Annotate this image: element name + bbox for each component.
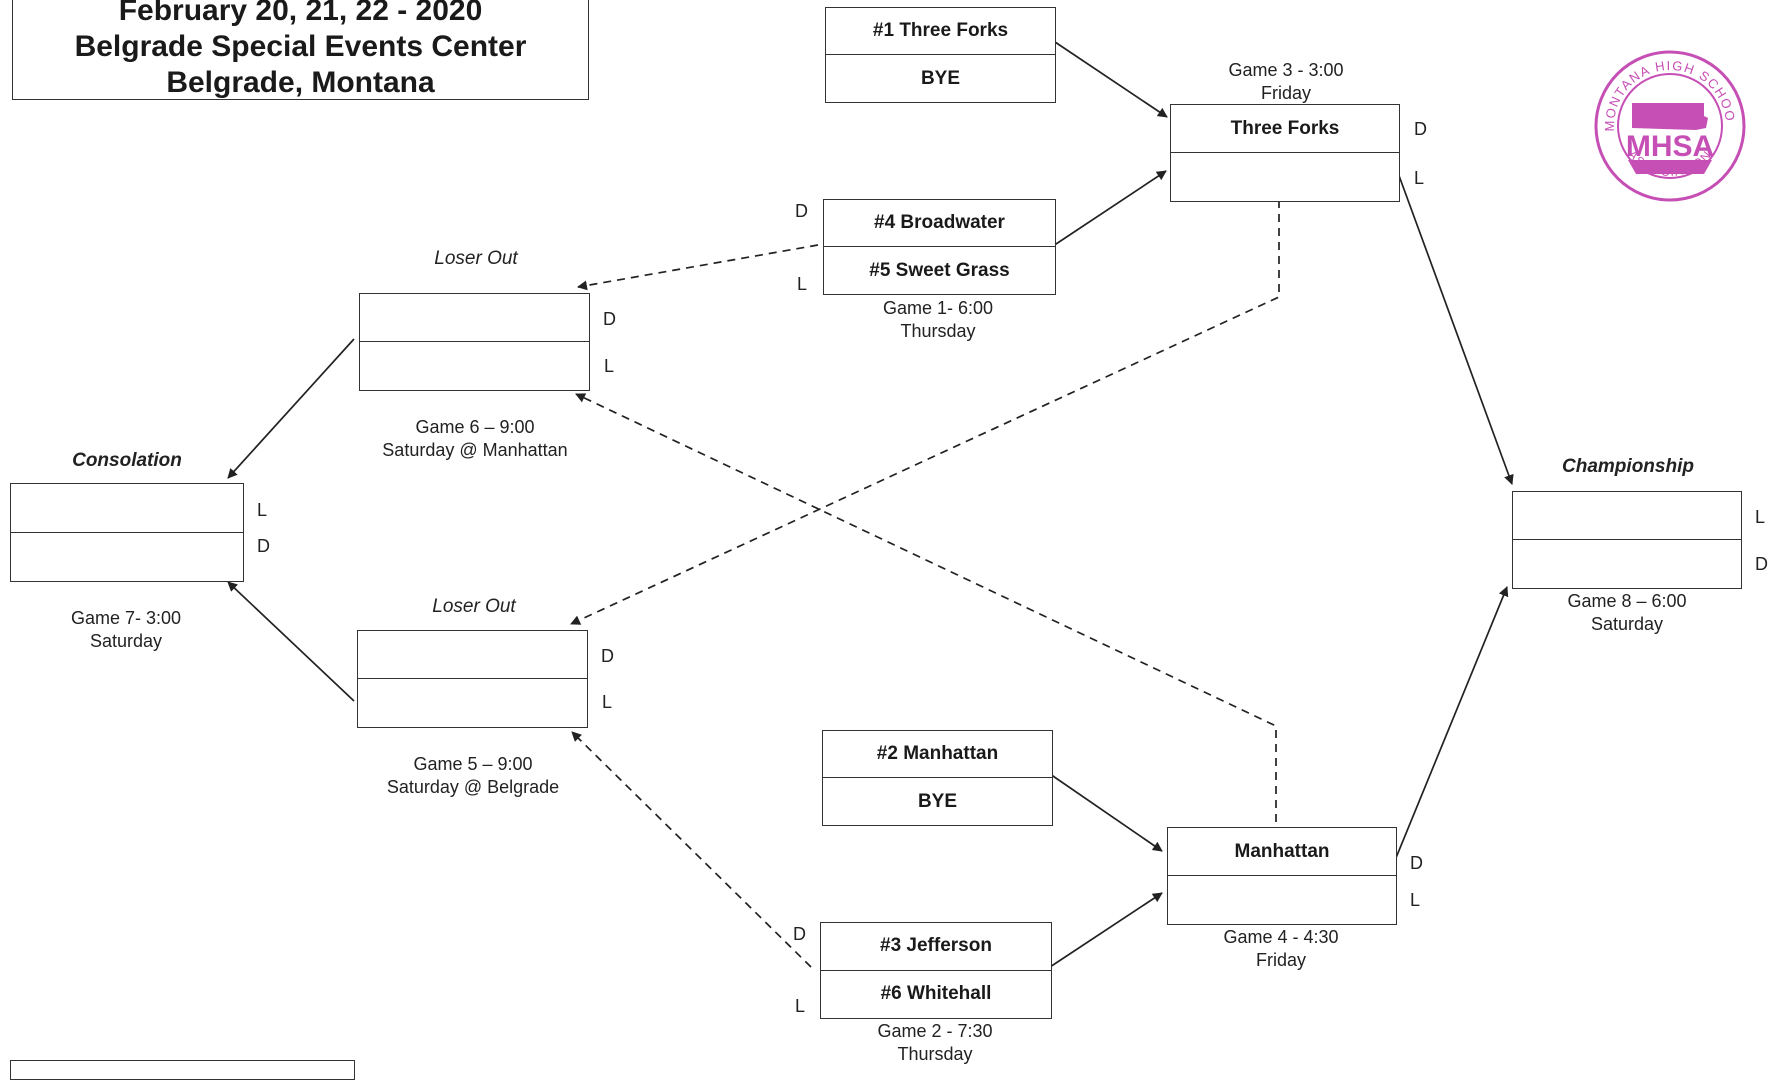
game6-title: Loser Out [434, 248, 518, 269]
bye1-team-top: #1 Three Forks [826, 8, 1055, 55]
bye2-box: #2 Manhattan BYE [822, 730, 1053, 826]
game7-l-mark: L [257, 500, 268, 520]
game6-box [359, 293, 590, 391]
game3-box: Three Forks [1170, 104, 1400, 202]
arrow-g1-to-g3 [1052, 170, 1167, 247]
header-venue: Belgrade Special Events Center [74, 30, 527, 63]
svg-text:MHSA: MHSA [1626, 130, 1714, 163]
game6-team-top [360, 294, 589, 342]
header-dates: February 20, 21, 22 - 2020 [118, 0, 483, 27]
game7-team-bottom [11, 533, 243, 582]
game5-title: Loser Out [432, 596, 516, 617]
game5-box [357, 630, 588, 728]
dashed-g4-loser-to-g6 [575, 393, 1277, 822]
game6-team-bottom [360, 342, 589, 390]
game7-box [10, 483, 244, 582]
game3-team-top: Three Forks [1171, 105, 1399, 153]
game7-title: Consolation [72, 450, 182, 471]
game4-d-mark: D [1410, 853, 1423, 873]
bye2-team-bottom: BYE [917, 790, 958, 812]
mhsa-logo: MONTANA HIGH SCHOOL ASSOCIATION MHSA [1592, 48, 1746, 202]
game5-team-top [358, 631, 587, 679]
game6-d-mark: D [603, 309, 616, 329]
game7-d-mark: D [257, 536, 270, 556]
bye2-team-top: #2 Manhattan [823, 731, 1052, 778]
game8-team-top [1513, 492, 1741, 540]
game8-box [1512, 491, 1742, 589]
game6-l-mark: L [604, 356, 615, 376]
arrow-g4-to-g8 [1390, 586, 1509, 871]
game2-d-mark: D [793, 924, 806, 944]
game1-l-mark: L [797, 274, 808, 294]
game5-d-mark: D [601, 646, 614, 666]
game2-team-top: #3 Jefferson [821, 923, 1051, 971]
game3-caption: Game 3 - 3:00 Friday [1228, 60, 1344, 103]
footer-box [10, 1060, 355, 1080]
game1-box: #4 Broadwater #5 Sweet Grass [823, 199, 1056, 295]
arrow-bye2-to-g4 [1049, 773, 1163, 852]
game8-l-mark: L [1755, 507, 1766, 527]
dashed-g3-loser-to-g5 [570, 200, 1280, 625]
game1-team-top: #4 Broadwater [824, 200, 1055, 247]
game7-caption: Game 7- 3:00 Saturday [70, 608, 182, 651]
arrow-g6-to-g7 [227, 338, 355, 479]
game2-box: #3 Jefferson #6 Whitehall [820, 922, 1052, 1019]
game5-l-mark: L [602, 692, 613, 712]
game8-team-bottom [1513, 540, 1741, 588]
arrow-g3-to-g8 [1393, 161, 1514, 485]
bye1-box: #1 Three Forks BYE [825, 7, 1056, 103]
dashed-g2-loser-to-g5 [571, 731, 812, 968]
header-city: Belgrade, Montana [166, 66, 435, 99]
game7-team-top [11, 484, 243, 533]
game3-team-bottom [1171, 153, 1399, 201]
arrow-bye1-to-g3 [1054, 41, 1168, 118]
bye1-team-bottom: BYE [920, 67, 961, 89]
game3-l-mark: L [1414, 168, 1425, 188]
game8-title: Championship [1562, 456, 1694, 477]
game8-caption: Game 8 – 6:00 Saturday [1567, 591, 1687, 634]
game4-team-top: Manhattan [1168, 828, 1396, 876]
game3-d-mark: D [1414, 119, 1427, 139]
game8-d-mark: D [1755, 554, 1768, 574]
game2-team-bottom: #6 Whitehall [880, 983, 992, 1005]
game4-box: Manhattan [1167, 827, 1397, 925]
game5-team-bottom [358, 679, 587, 727]
game2-caption: Game 2 - 7:30 Thursday [877, 1021, 993, 1064]
game4-team-bottom [1168, 876, 1396, 924]
dashed-g1-loser-to-g6 [577, 244, 819, 291]
game4-caption: Game 4 - 4:30 Friday [1223, 927, 1339, 970]
arrow-g5-to-g7 [227, 581, 355, 702]
arrow-g2-to-g4 [1049, 892, 1163, 968]
game1-d-mark: D [795, 201, 808, 221]
game2-l-mark: L [795, 996, 806, 1016]
game5-caption: Game 5 – 9:00 Saturday @ Belgrade [386, 754, 560, 797]
game4-l-mark: L [1410, 890, 1421, 910]
tournament-header: February 20, 21, 22 - 2020 Belgrade Spec… [12, 0, 589, 100]
game1-caption: Game 1- 6:00 Thursday [882, 298, 994, 341]
game6-caption: Game 6 – 9:00 Saturday @ Manhattan [382, 417, 568, 460]
game1-team-bottom: #5 Sweet Grass [869, 259, 1010, 281]
